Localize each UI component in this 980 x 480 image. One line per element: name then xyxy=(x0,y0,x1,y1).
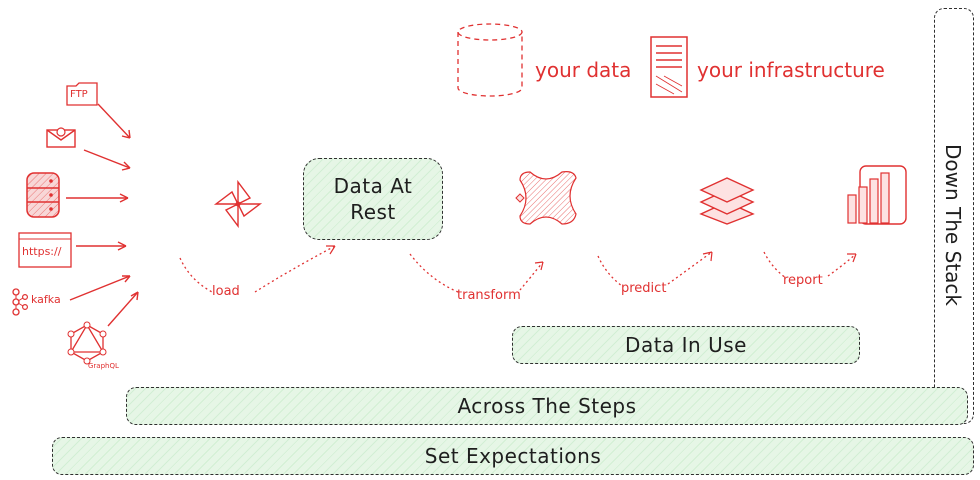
data-at-rest-line1: Data At xyxy=(333,174,413,198)
down-the-stack-label: Down The Stack xyxy=(941,144,965,306)
transform-label: transform xyxy=(457,288,521,303)
report-label: report xyxy=(783,273,823,288)
your-infrastructure-label: your infrastructure xyxy=(697,58,885,82)
https-label: https:// xyxy=(22,245,62,258)
pinwheel-icon xyxy=(213,179,263,229)
across-the-steps-band: Across The Steps xyxy=(126,387,968,425)
database-icon xyxy=(26,172,60,218)
data-in-use-label: Data In Use xyxy=(625,333,747,357)
email-icon xyxy=(46,127,76,148)
across-the-steps-label: Across The Steps xyxy=(457,394,637,418)
graphql-label: GraphQL xyxy=(88,362,119,370)
your-data-label: your data xyxy=(535,58,632,82)
data-in-use-band: Data In Use xyxy=(512,326,860,364)
database-outline-icon xyxy=(457,23,523,97)
load-label: load xyxy=(212,284,240,299)
predict-label: predict xyxy=(621,281,667,296)
set-expectations-band: Set Expectations xyxy=(52,437,974,475)
server-outline-icon xyxy=(650,36,688,98)
kafka-label: kafka xyxy=(31,293,61,306)
kafka-icon xyxy=(12,288,29,316)
dbt-icon xyxy=(515,171,577,225)
set-expectations-label: Set Expectations xyxy=(424,444,602,468)
powerbi-icon xyxy=(847,165,907,225)
down-the-stack-band xyxy=(934,8,974,424)
ftp-folder-icon xyxy=(66,82,98,106)
browser-icon xyxy=(18,232,72,268)
ftp-label: FTP xyxy=(70,89,88,100)
data-at-rest-box: Data At Rest xyxy=(303,158,443,240)
graphql-icon xyxy=(67,321,107,365)
layers-icon xyxy=(699,177,755,225)
data-at-rest-line2: Rest xyxy=(350,200,396,224)
